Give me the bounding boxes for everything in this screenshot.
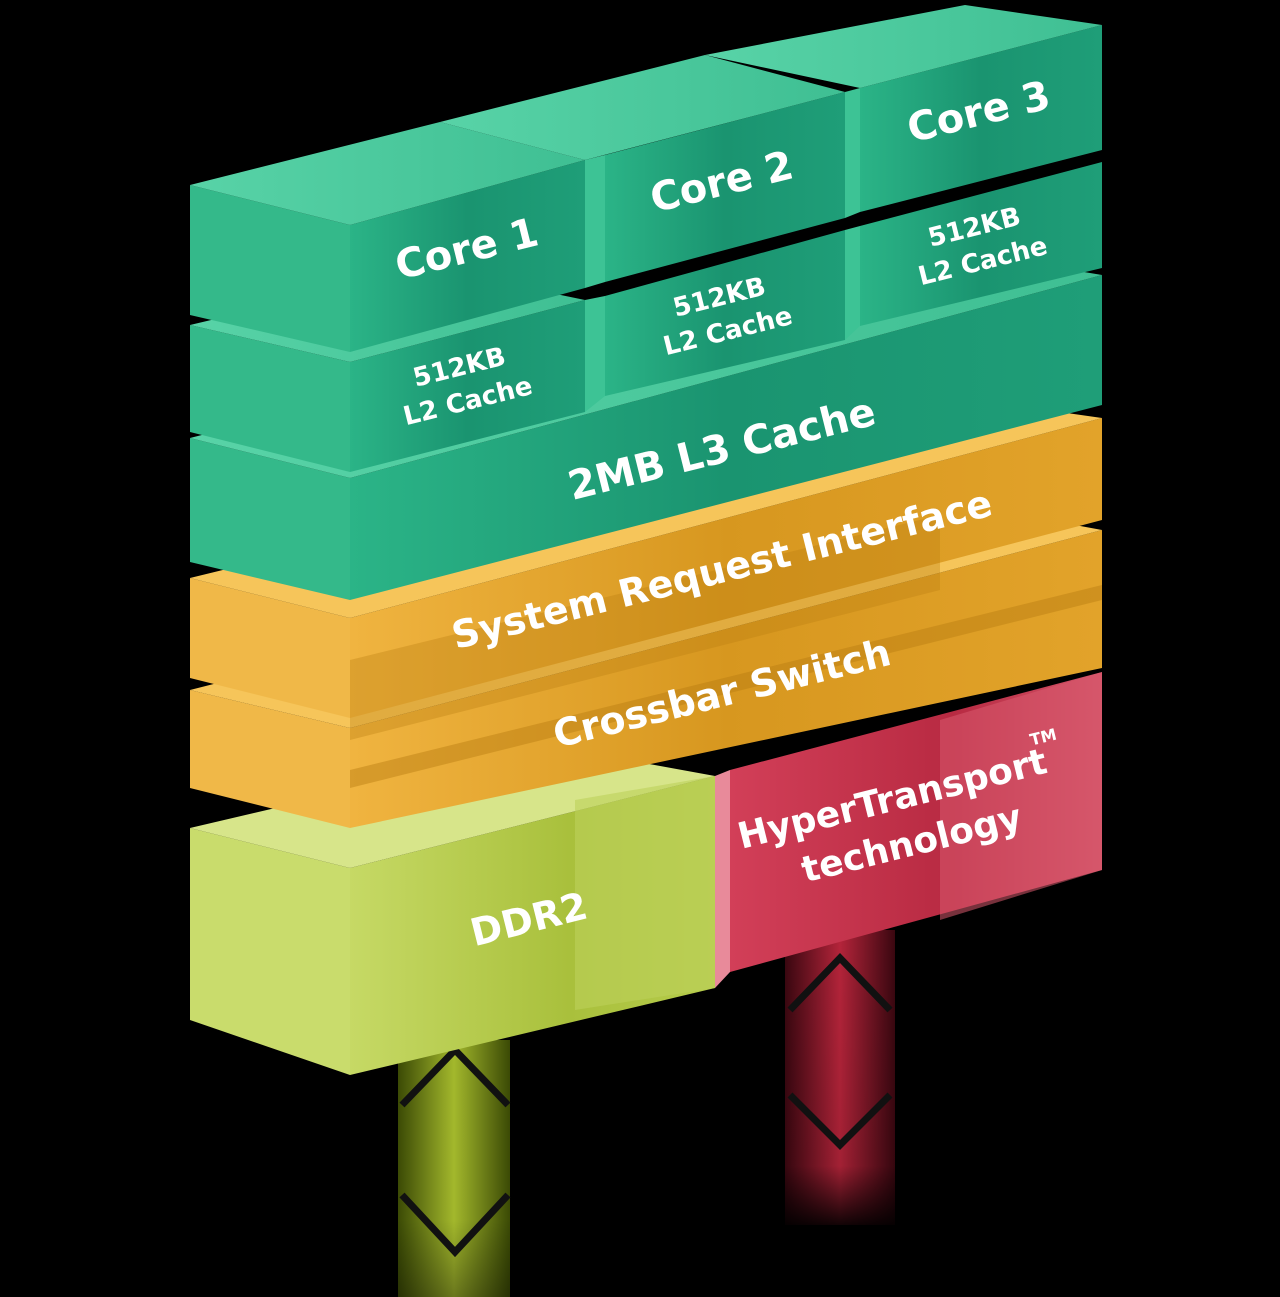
hypertransport-connector [785, 930, 895, 1225]
core-3-l2-cache-block [845, 162, 1102, 340]
core-2-block [440, 55, 845, 288]
core-3-block [705, 5, 1102, 218]
ddr2-connector [398, 1040, 511, 1297]
core-1-block [190, 122, 585, 352]
core-2-l2-cache-block [585, 230, 845, 412]
hypertransport-block [715, 672, 1102, 988]
